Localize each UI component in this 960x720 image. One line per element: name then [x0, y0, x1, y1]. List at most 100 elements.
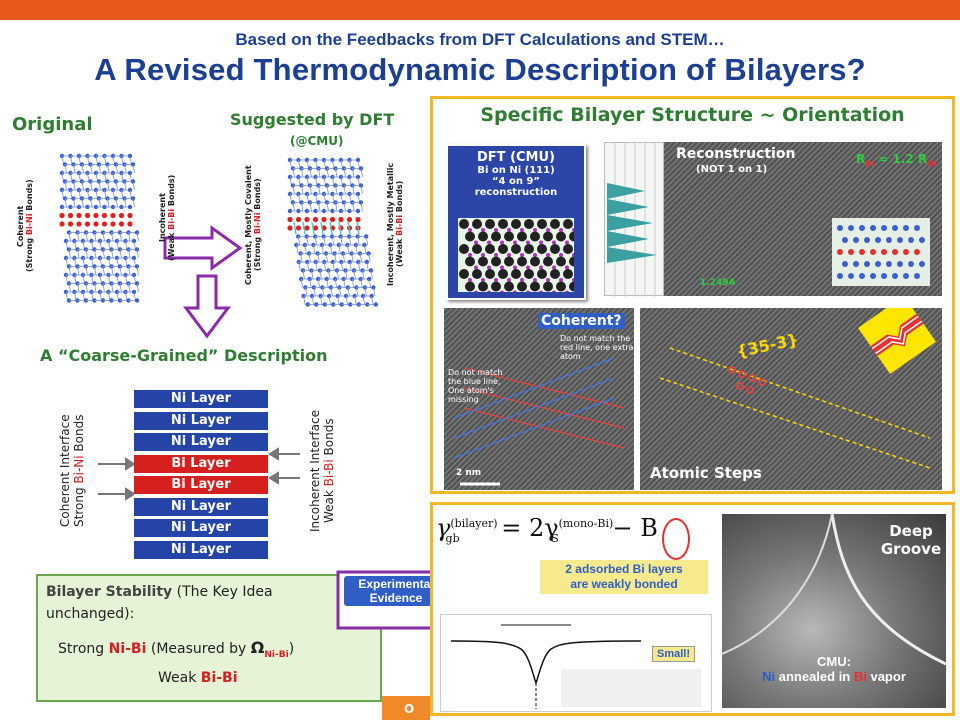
top-accent-bar [0, 0, 960, 20]
ni-atom [134, 298, 140, 303]
ni-atom [302, 242, 308, 248]
original-lattice [59, 153, 140, 303]
dft-atom-pattern [458, 218, 574, 292]
bi-atom [355, 216, 361, 223]
incoherent-label: Incoherent (Weak Bi-Bi Bonds) [158, 174, 176, 262]
ni-atom [349, 251, 354, 256]
bi-atom [321, 216, 327, 223]
bi-atom [287, 225, 293, 231]
ni-atom [318, 293, 323, 299]
reconstruction-title: Reconstruction [676, 146, 796, 162]
coherent-label: Coherent (Strong Bi-Ni Bonds) [16, 179, 34, 273]
ni-atom [353, 242, 359, 248]
deep-groove-label: Deep Groove [880, 522, 942, 558]
ni-atom [306, 251, 312, 256]
layer-8: Ni Layer [134, 540, 268, 561]
incoherent-interface-label: Incoherent Interface Weak Bi-Bi Bonds [308, 410, 336, 532]
coherent-interface-label: Coherent Interface Strong Bi-Ni Bonds [58, 414, 86, 528]
note-red-line: Do not match the red line, one extra ato… [560, 334, 634, 361]
specific-structure-title: Specific Bilayer Structure ~ Orientation [480, 104, 905, 126]
coherent-question-label: Coherent? [538, 313, 625, 329]
ni-atom [343, 293, 349, 299]
bi-atom [101, 212, 108, 219]
ni-atom [328, 242, 333, 248]
ni-atom [360, 293, 366, 299]
dft-cmu-box: DFT (CMU) Bi on Ni (111) “4 on 9” recons… [446, 144, 586, 300]
bi-atom [59, 221, 65, 227]
ni-atom [337, 285, 342, 290]
bi-atom [118, 212, 125, 219]
cmu-caption: CMU: Ni annealed in Bi vapor [762, 654, 906, 684]
bi-atom [84, 212, 91, 219]
ni-atom [362, 285, 368, 290]
ni-atom [294, 242, 299, 248]
ni-atom [303, 285, 308, 290]
layer-7: Ni Layer [134, 519, 268, 539]
deep-groove-micrograph [721, 513, 947, 708]
bi-atom [304, 225, 310, 231]
note-blue-line: Do not match the blue line, One atom's m… [448, 368, 503, 404]
bi-atom [346, 216, 353, 223]
bi-atom [110, 212, 116, 219]
groove-schematic [440, 614, 712, 712]
bi-atom [295, 216, 302, 223]
right-arrow-icon [163, 225, 243, 271]
incoherent-arrow-icon [268, 447, 300, 485]
layer-5: Bi Layer [134, 476, 268, 496]
bi-atom [67, 221, 74, 227]
ni-atom [309, 293, 315, 299]
ni-atom [335, 293, 340, 299]
ni-atom [345, 242, 350, 248]
ni-atom [298, 251, 303, 256]
bi-atom [67, 212, 74, 219]
ni-atom [357, 251, 363, 256]
profile-plot [604, 142, 664, 297]
dft-incoherent-label: Incoherent, Mostly Metallic (Weak Bi-Bi … [386, 162, 404, 286]
ni-atom [326, 293, 332, 299]
ni-atom [366, 251, 371, 256]
dft-coherent-label: Coherent, Mostly Covalent (Strong Bi-Ni … [244, 165, 262, 285]
ni-atom [315, 251, 320, 256]
bi-atom [76, 221, 82, 227]
ni-atom [319, 242, 325, 248]
ni-atom [336, 242, 342, 248]
bi-atom [59, 212, 65, 219]
bi-atom [110, 221, 116, 227]
atomic-steps-label: Atomic Steps [650, 464, 762, 482]
ni-atom [373, 302, 378, 307]
slide-subtitle: Based on the Feedbacks from DFT Calculat… [235, 30, 725, 49]
ni-atom [127, 204, 133, 210]
stability-strong: Strong Ni-Bi (Measured by ΩNi-Bi) [58, 638, 295, 660]
bi-atom [295, 225, 302, 231]
ni-atom [301, 293, 306, 299]
ni-atom [369, 293, 374, 299]
scale-1249: 1.249A [700, 278, 736, 288]
bi-atom [76, 212, 82, 219]
bi-atom [127, 212, 133, 219]
left-diagram-svg [59, 153, 378, 501]
stability-heading: Bilayer Stability (The Key Idea [46, 584, 273, 600]
ni-atom [345, 285, 351, 290]
footer-bar [382, 696, 430, 720]
layer-4: Bi Layer [134, 454, 268, 475]
ni-atom [362, 242, 367, 248]
bi-atom [127, 221, 133, 227]
layer-1: Ni Layer [134, 390, 268, 410]
footer-text: O [404, 702, 415, 716]
ni-atom [311, 242, 316, 248]
adsorbed-note: 2 adsorbed Bi layers are weakly bonded [540, 560, 708, 594]
atom-model-inset [832, 218, 930, 286]
atomic-steps-micrograph [640, 295, 942, 490]
gb-energy-equation: γ(bilayer)gb = 2γ(mono-Bi)S − B [436, 514, 658, 545]
dft-lattice [287, 157, 378, 307]
bi-atom [84, 221, 91, 227]
bi-atom [304, 216, 310, 223]
small-label: Small! [652, 646, 696, 662]
layer-3: Ni Layer [134, 433, 268, 453]
bi-atom [287, 216, 293, 223]
coarse-grained-label: A “Coarse-Grained” Description [40, 346, 328, 365]
bi-atom [101, 221, 108, 227]
original-label: Original [12, 114, 93, 135]
dft-label: Suggested by DFT [230, 110, 395, 129]
bi-atom [312, 225, 319, 231]
